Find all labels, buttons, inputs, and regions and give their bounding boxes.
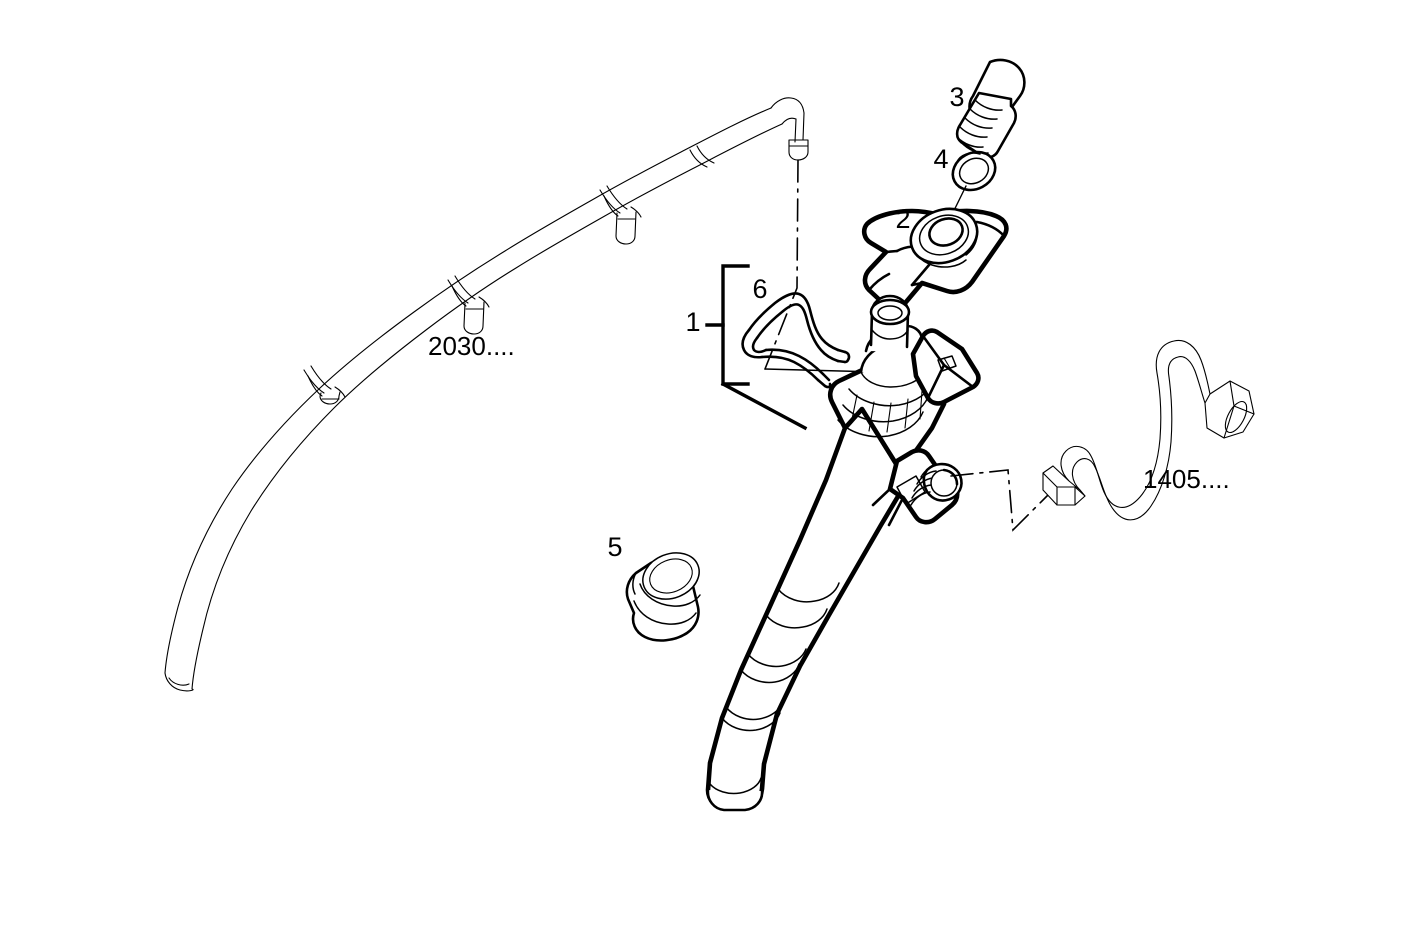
leader-injector-to-fuel-line xyxy=(950,469,1056,532)
reference-label-2030: 2030.... xyxy=(428,331,515,361)
sealing-washer-part-4 xyxy=(951,150,997,192)
injector-clamp-part-2 xyxy=(861,207,1009,311)
clamp-bolt-part-3 xyxy=(955,58,1026,159)
callout-1-bracket xyxy=(705,264,808,431)
protective-boot-part-5 xyxy=(625,552,701,642)
callout-label-5: 5 xyxy=(607,532,622,562)
callout-label-6: 6 xyxy=(752,274,767,304)
retaining-clip-part-6 xyxy=(741,292,851,389)
leader-hose-to-injector xyxy=(764,159,799,370)
callout-label-1: 1 xyxy=(685,307,700,337)
fuel-return-hose xyxy=(164,97,809,692)
fuel-injector-body xyxy=(705,294,981,812)
reference-label-1405: 1405.... xyxy=(1143,464,1230,494)
callout-label-3: 3 xyxy=(949,82,964,112)
callout-label-4: 4 xyxy=(933,144,948,174)
high-pressure-fuel-line xyxy=(1042,339,1255,521)
callout-label-2: 2 xyxy=(895,204,910,234)
